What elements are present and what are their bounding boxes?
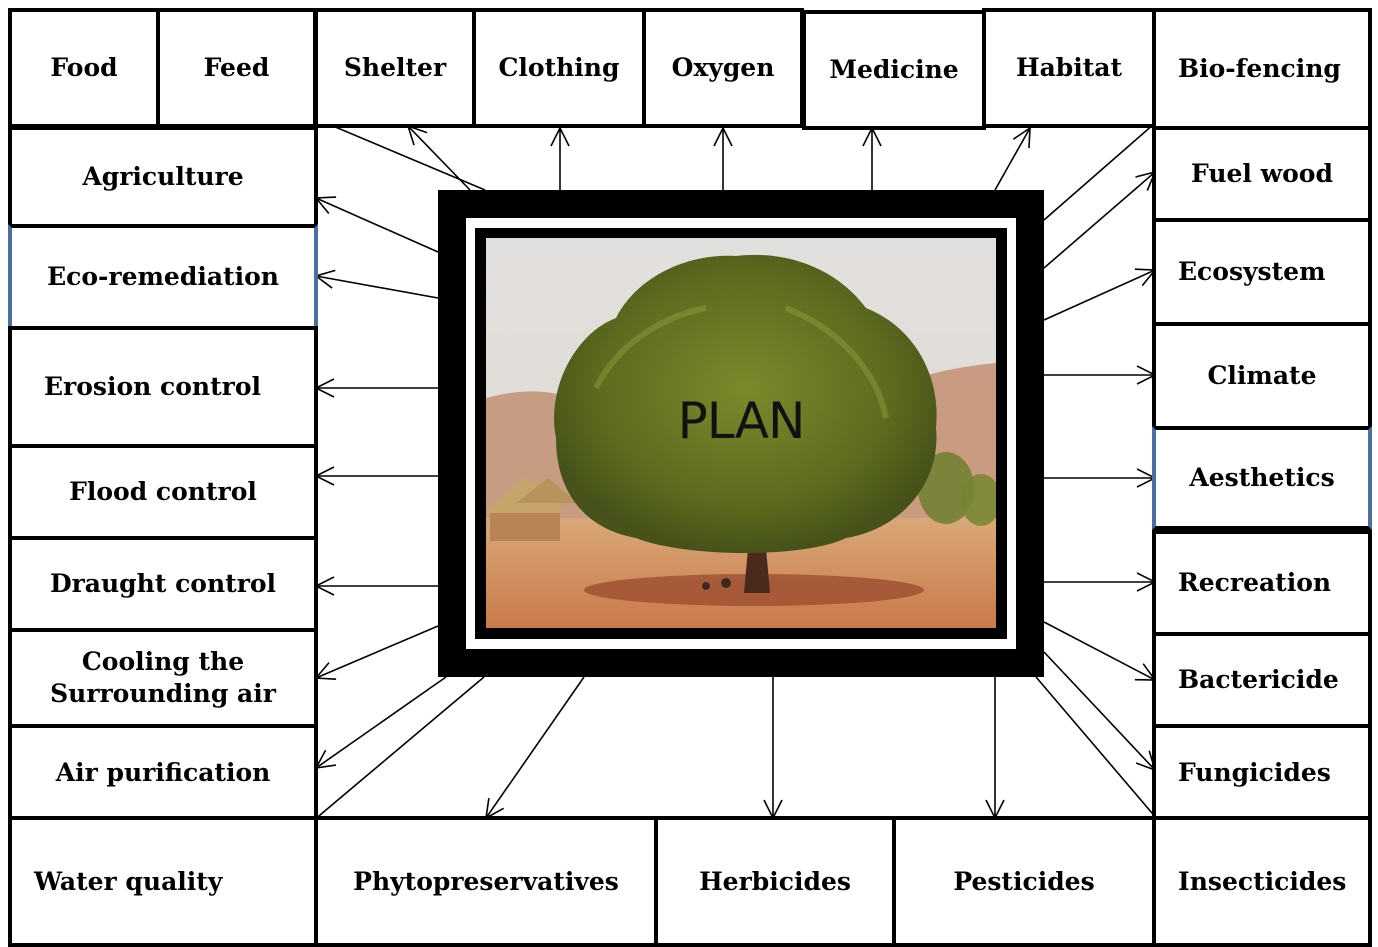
box-food: Food <box>8 8 160 128</box>
label-oxygen: Oxygen <box>672 52 775 84</box>
label-agriculture: Agriculture <box>82 161 243 193</box>
label-fungicides: Fungicides <box>1178 757 1331 789</box>
box-cooling: Cooling the Surrounding air <box>8 628 318 728</box>
box-medicine: Medicine <box>802 10 986 130</box>
box-draught-control: Draught control <box>8 536 318 632</box>
arrow-eco-remediation <box>316 276 438 298</box>
label-pesticides: Pesticides <box>953 866 1094 898</box>
label-cooling: Cooling the Surrounding air <box>48 646 278 710</box>
label-insecticides: Insecticides <box>1178 866 1346 898</box>
box-recreation: Recreation <box>1152 530 1372 636</box>
label-eco-remediation: Eco-remediation <box>47 261 279 293</box>
box-feed: Feed <box>156 8 317 128</box>
label-climate: Climate <box>1208 360 1317 392</box>
arrow-habitat <box>995 128 1030 190</box>
box-agriculture: Agriculture <box>8 126 318 228</box>
box-eco-remediation: Eco-remediation <box>8 224 318 330</box>
box-aesthetics: Aesthetics <box>1152 426 1372 530</box>
arrow-agriculture <box>316 198 438 252</box>
box-climate: Climate <box>1152 322 1372 430</box>
box-flood-control: Flood control <box>8 444 318 540</box>
label-food: Food <box>50 52 117 84</box>
box-bactericide: Bactericide <box>1152 632 1372 728</box>
label-erosion-control: Erosion control <box>34 371 261 403</box>
label-medicine: Medicine <box>829 54 958 86</box>
box-clothing: Clothing <box>472 8 646 128</box>
label-clothing: Clothing <box>499 52 620 84</box>
label-habitat: Habitat <box>1016 52 1122 84</box>
box-habitat: Habitat <box>982 8 1156 128</box>
label-phytopreservatives: Phytopreservatives <box>353 866 619 898</box>
box-fuel-wood: Fuel wood <box>1152 126 1372 222</box>
arrow-air-purification <box>316 677 446 768</box>
box-water-quality: Water quality <box>8 816 318 947</box>
label-aesthetics: Aesthetics <box>1189 462 1334 494</box>
center-label: PLAN <box>486 392 996 450</box>
label-ecosystem: Ecosystem <box>1178 256 1326 288</box>
arrow-bactericide <box>1044 622 1155 680</box>
box-erosion-control: Erosion control <box>8 326 318 448</box>
label-flood-control: Flood control <box>69 476 257 508</box>
label-recreation: Recreation <box>1178 567 1331 599</box>
label-water-quality: Water quality <box>34 866 222 898</box>
box-phytopreservatives: Phytopreservatives <box>314 816 658 947</box>
arrow-shelter <box>408 126 470 190</box>
box-insecticides: Insecticides <box>1152 816 1372 947</box>
box-ecosystem: Ecosystem <box>1152 218 1372 326</box>
arrow-fuel-wood <box>1044 172 1155 268</box>
label-shelter: Shelter <box>344 52 446 84</box>
box-pesticides: Pesticides <box>892 816 1156 947</box>
arrow-cooling <box>316 626 438 678</box>
box-bio-fencing: Bio-fencing <box>1152 8 1372 130</box>
box-air-purification: Air purification <box>8 724 318 822</box>
label-bactericide: Bactericide <box>1178 664 1339 696</box>
label-feed: Feed <box>204 52 270 84</box>
label-fuel-wood: Fuel wood <box>1191 158 1333 190</box>
arrow-phytopreservatives <box>486 677 584 818</box>
box-shelter: Shelter <box>314 8 476 128</box>
box-fungicides: Fungicides <box>1152 724 1372 822</box>
label-herbicides: Herbicides <box>699 866 851 898</box>
label-air-purification: Air purification <box>56 757 271 789</box>
label-bio-fencing: Bio-fencing <box>1178 53 1341 85</box>
box-herbicides: Herbicides <box>654 816 896 947</box>
arrow-ecosystem <box>1044 270 1155 320</box>
label-draught-control: Draught control <box>50 568 276 600</box>
box-oxygen: Oxygen <box>642 8 804 128</box>
